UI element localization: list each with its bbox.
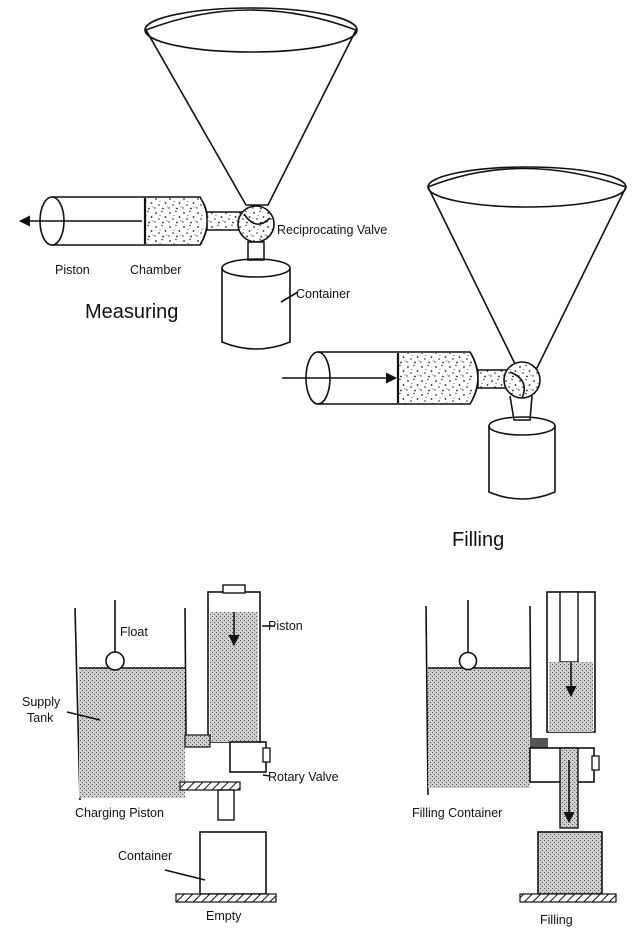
hopper-cone-2 — [426, 167, 628, 369]
chamber-fill — [145, 198, 203, 244]
label-filling-container: Filling Container — [412, 806, 502, 820]
supply-tank-leader — [66, 711, 101, 721]
charging-piston — [179, 781, 241, 791]
hopper-top-rim — [144, 7, 358, 53]
supply-tank-liquid — [79, 668, 185, 798]
label-container-bottom: Container — [118, 849, 172, 863]
container-rim — [221, 258, 291, 278]
valve-outlet-neck — [247, 241, 265, 261]
hopper-cone — [144, 9, 358, 206]
tank-right-wall-2 — [529, 605, 532, 743]
tank-left-wall-2 — [425, 605, 429, 796]
label-tank: Tank — [27, 711, 54, 725]
label-filling-bottom: Filling — [540, 913, 573, 927]
measuring-container — [221, 268, 291, 350]
rotary-valve-handle-2 — [591, 755, 600, 771]
container-platform-2 — [519, 893, 617, 903]
measuring-diagram: Piston Chamber Reciprocating Valve Conta… — [18, 7, 387, 350]
container-rim-2 — [488, 416, 556, 436]
valve-outlet-spout — [509, 395, 533, 421]
rotary-valve-handle — [262, 747, 271, 763]
valve-passage — [243, 213, 271, 225]
label-rotary-valve: Rotary Valve — [268, 770, 339, 784]
caption-measuring: Measuring — [85, 301, 178, 323]
tank-right-wall — [184, 607, 187, 736]
liquid-filler-filling: Filling Container Filling — [412, 591, 617, 927]
label-float: Float — [120, 625, 148, 639]
container-leader — [280, 291, 299, 303]
label-reciprocating-valve: Reciprocating Valve — [277, 223, 387, 237]
valve-passage-2 — [509, 371, 526, 399]
rotary-valve-leader — [262, 774, 271, 777]
piston-rod-2 — [559, 591, 579, 663]
piston-chamber-liquid — [210, 652, 258, 742]
filling-diagram: Filling — [282, 166, 628, 551]
label-container: Container — [296, 287, 350, 301]
feed-channel-2 — [530, 738, 548, 748]
feed-channel — [184, 734, 211, 748]
label-chamber: Chamber — [130, 263, 181, 277]
container-leader-2 — [164, 869, 206, 881]
label-piston-bottom: Piston — [268, 619, 303, 633]
piston-column-cap — [222, 584, 246, 594]
float-ball — [105, 651, 125, 671]
empty-container — [199, 831, 267, 895]
piston-chamber-liquid-2 — [549, 702, 593, 732]
label-charging-piston: Charging Piston — [75, 806, 164, 820]
hopper-top-rim-2 — [427, 166, 627, 208]
liquid-filler-empty: Float Piston Supply Tank Rotary Valve Ch… — [22, 584, 339, 923]
rotary-valve — [229, 741, 267, 773]
filling-container — [488, 426, 556, 500]
label-empty: Empty — [206, 909, 242, 923]
valve-outlet — [217, 789, 235, 821]
supply-tank-liquid-2 — [428, 668, 530, 788]
container-platform — [175, 893, 277, 903]
chamber-fill-2 — [398, 353, 472, 403]
caption-filling: Filling — [452, 529, 504, 551]
filling-container-2 — [537, 831, 603, 895]
label-piston: Piston — [55, 263, 90, 277]
float-ball-2 — [458, 651, 478, 671]
label-supply: Supply — [22, 695, 61, 709]
